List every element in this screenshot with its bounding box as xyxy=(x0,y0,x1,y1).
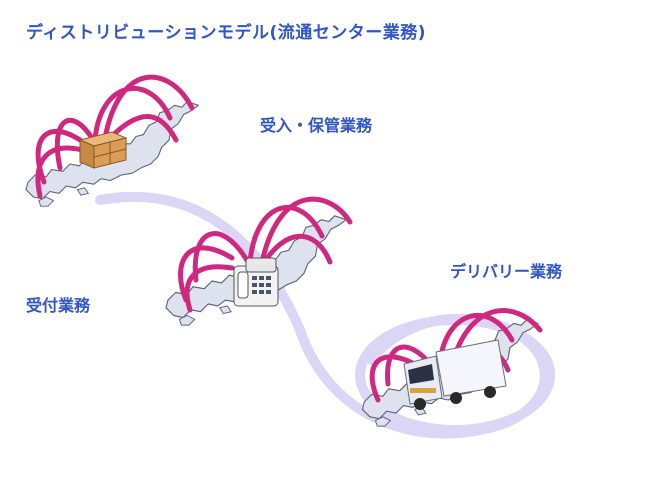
flow-loop xyxy=(355,315,555,435)
label-order-receiving: 受付業務 xyxy=(26,296,91,315)
japan-map-delivery xyxy=(361,308,543,427)
delivery-truck-icon xyxy=(403,339,507,410)
arcs-receiving xyxy=(35,74,195,199)
label-delivery: デリバリー業務 xyxy=(450,262,563,281)
japan-map-order xyxy=(165,196,353,326)
diagram-title: ディストリビューションモデル(流通センター業務) xyxy=(26,23,427,43)
telephone-icon xyxy=(233,257,279,307)
japan-map-receiving xyxy=(25,74,199,207)
arcs-order xyxy=(178,196,353,313)
label-receiving-storage: 受入・保管業務 xyxy=(260,116,373,135)
cardboard-boxes-icon xyxy=(78,131,128,169)
